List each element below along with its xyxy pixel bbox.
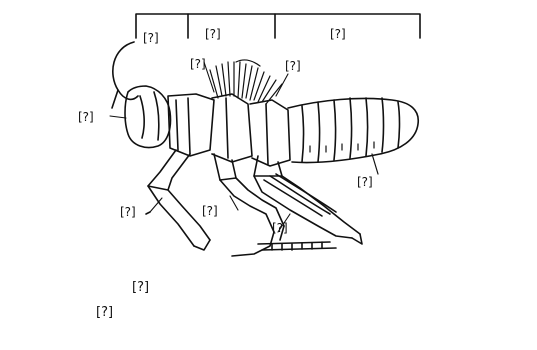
- body-region-bracket: [136, 14, 420, 38]
- label-wing-left: [?]: [190, 58, 206, 70]
- foreleg-outline: [146, 150, 210, 250]
- label-antenna: [?]: [78, 111, 94, 123]
- thorax-outline: [168, 94, 290, 166]
- label-abdomen: [?]: [330, 28, 346, 40]
- abdomen-outline: [288, 98, 418, 163]
- caption-line-1: [?]: [132, 280, 149, 296]
- hindleg-outline: [254, 156, 362, 250]
- label-wing-right: [?]: [285, 60, 301, 72]
- label-spiracle: [?]: [357, 176, 373, 188]
- spiracle-marks: [310, 142, 378, 174]
- label-foreleg: [?]: [120, 206, 136, 218]
- label-head: [?]: [143, 32, 159, 44]
- caption-line-2: [?]: [96, 305, 113, 321]
- head-outline: [125, 86, 171, 148]
- label-thorax: [?]: [205, 28, 221, 40]
- wing-bristles: [210, 60, 282, 104]
- label-hindleg: [?]: [272, 222, 288, 234]
- antenna-outline: [112, 42, 138, 108]
- midleg-outline: [214, 154, 284, 256]
- label-midleg: [?]: [202, 205, 218, 217]
